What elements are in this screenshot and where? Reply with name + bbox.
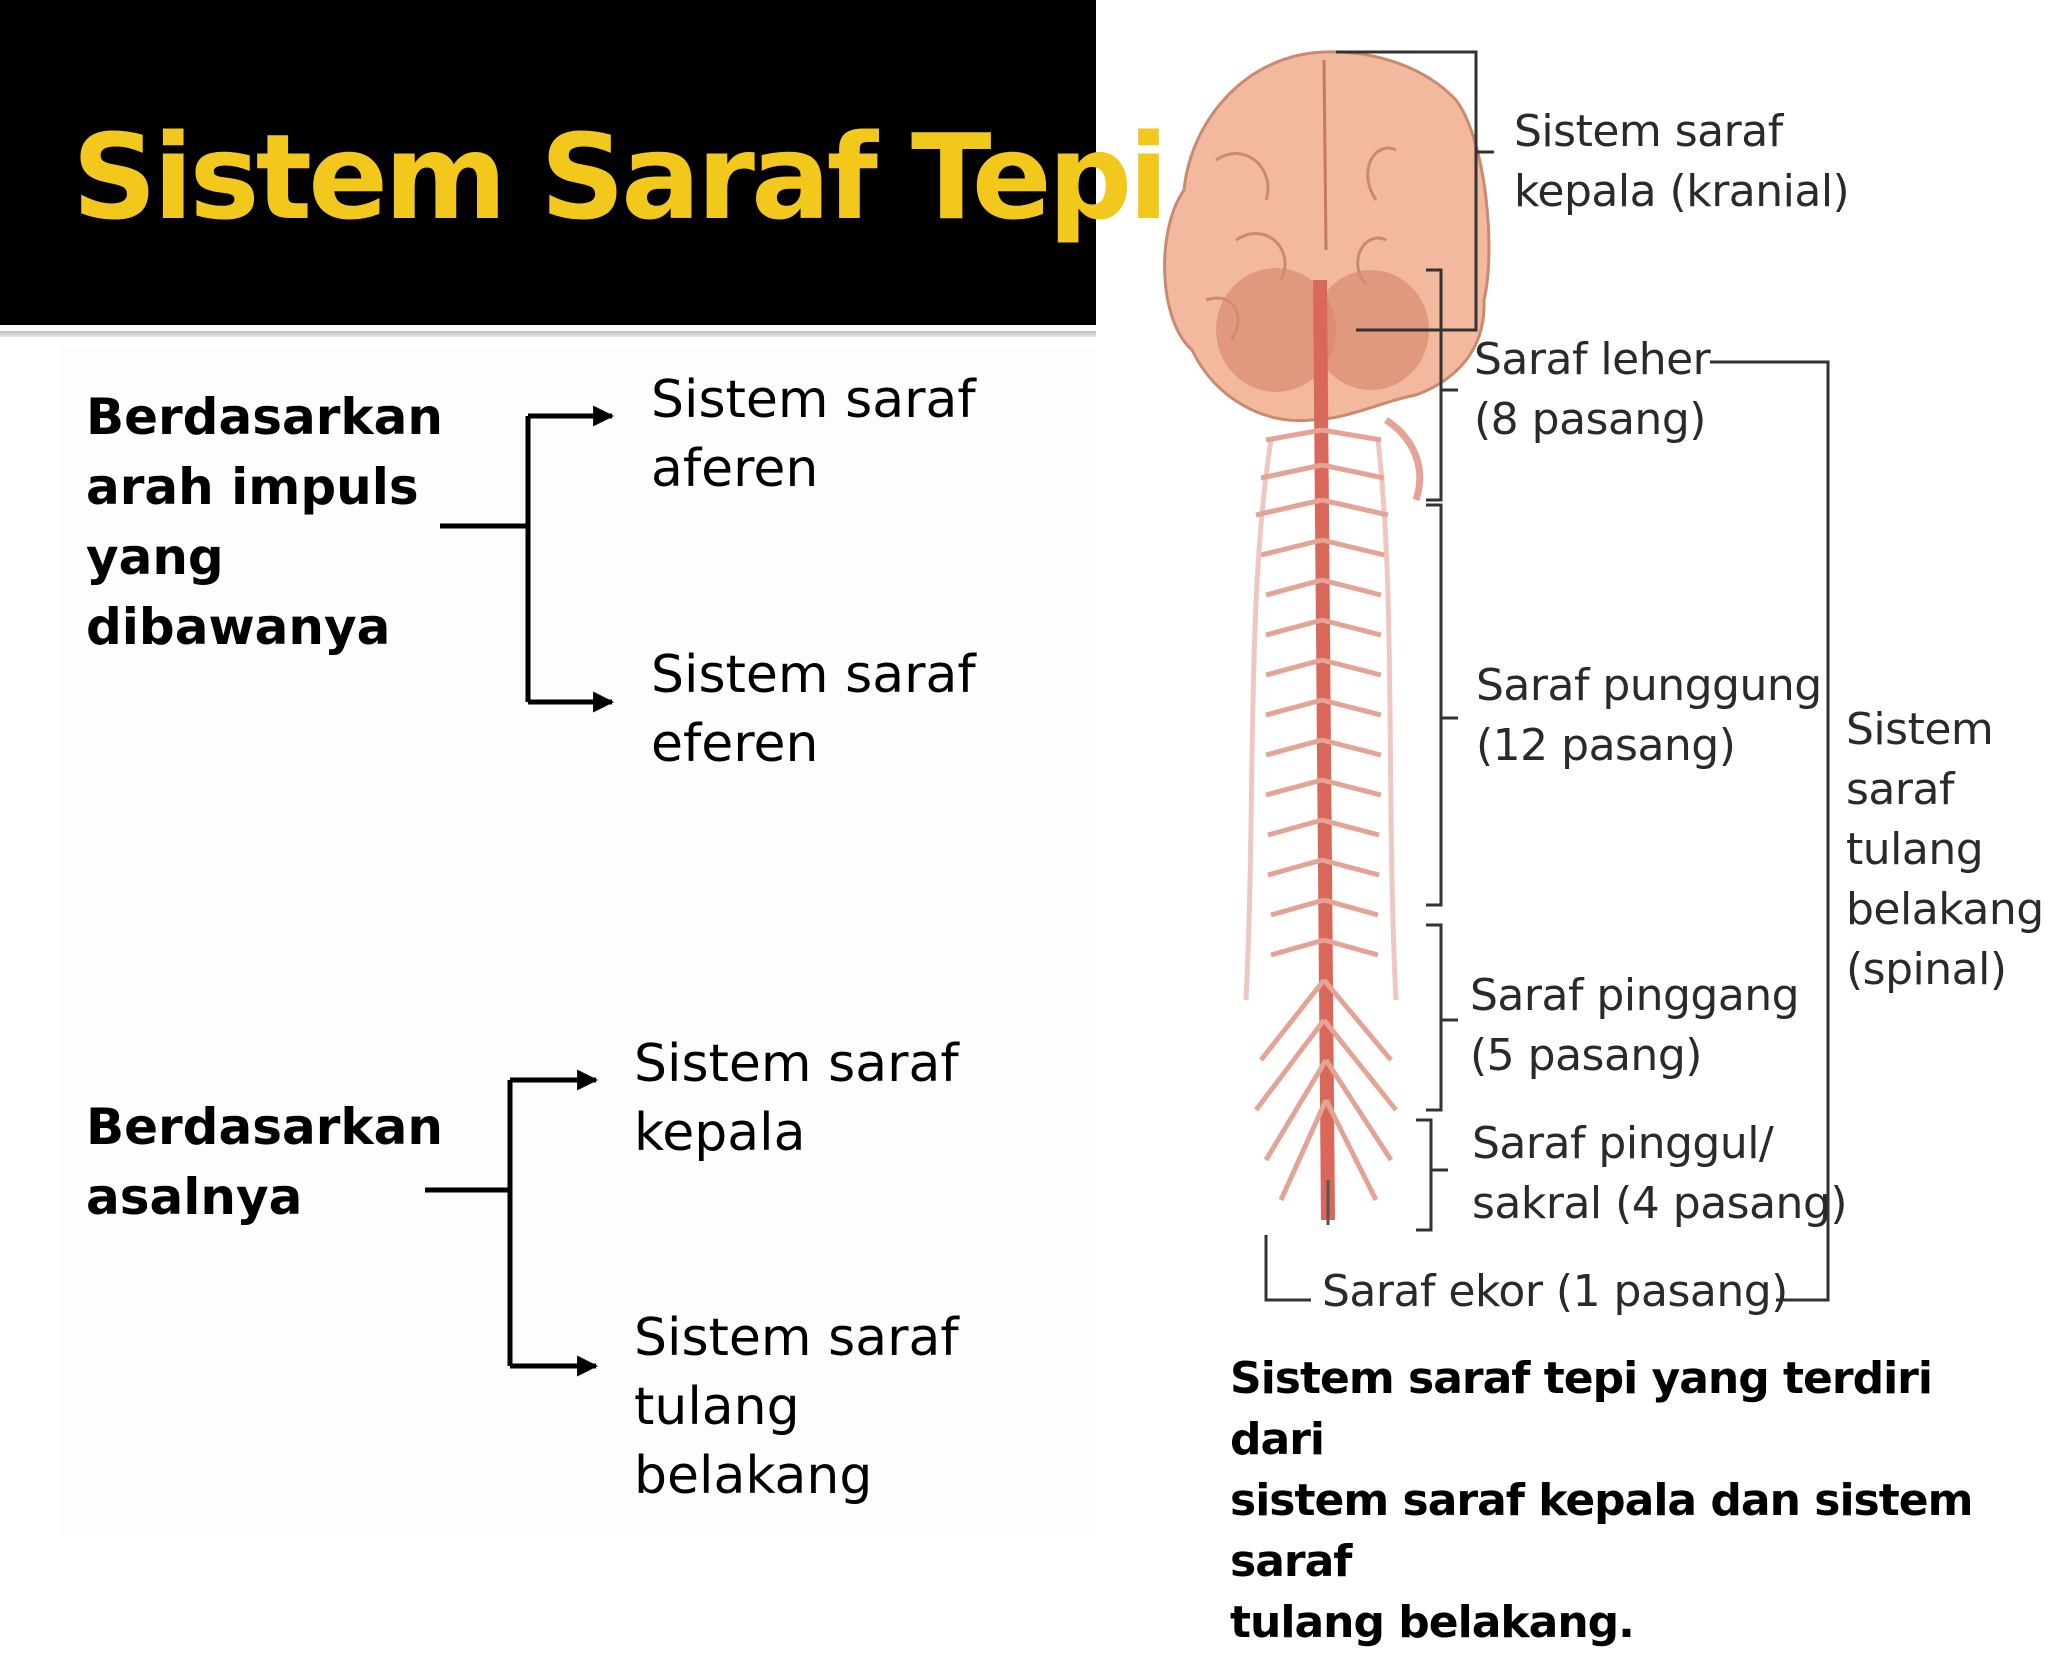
figure-caption: Sistem saraf tepi yang terdiri dari sist… [1230, 1353, 1973, 1648]
label-hip-nerves: Saraf pinggul/ sakral (4 pasang) [1472, 1118, 1848, 1229]
spinal-illustration [1163, 50, 1830, 1302]
label-cranial-nerves: Sistem saraf kepala (kranial) [1514, 106, 1850, 217]
label-spinal-system: Sistem saraf tulang belakang (spinal) [1846, 704, 2044, 995]
label-waist-nerves: Saraf pinggang (5 pasang) [1470, 970, 1800, 1081]
title-divider [0, 331, 1096, 337]
label-back-nerves: Saraf punggung (12 pasang) [1476, 660, 1822, 771]
title-banner: Sistem Saraf Tepi [0, 0, 1169, 325]
nervous-system-figure: Sistem saraf kepala (kranial) Saraf lehe… [1096, 0, 2048, 1340]
region-brackets [1264, 50, 1830, 1302]
branch-afferent: Sistem saraf aferen [651, 370, 976, 499]
branch-cranial: Sistem saraf kepala [634, 1034, 959, 1163]
label-neck-nerves: Saraf leher (8 pasang) [1474, 334, 1711, 445]
bracket-connectors [425, 405, 615, 1377]
spinal-cord-illustration [1313, 279, 1335, 1225]
branch-spinal: Sistem saraf tulang belakang [634, 1308, 959, 1506]
brain-illustration [1163, 50, 1491, 423]
group-label-impulse: Berdasarkan arah impuls yang dibawanya [86, 388, 443, 656]
spinal-nerves-illustration [1243, 417, 1424, 1202]
bracket-origin [425, 1069, 599, 1377]
classification-panel [60, 345, 1096, 1536]
label-tail-nerves: Saraf ekor (1 pasang) [1322, 1266, 1788, 1317]
branch-efferent: Sistem saraf eferen [651, 645, 976, 774]
group-label-origin: Berdasarkan asalnya [86, 1098, 443, 1226]
page-title: Sistem Saraf Tepi [72, 108, 1169, 246]
bracket-impulse [440, 405, 615, 713]
